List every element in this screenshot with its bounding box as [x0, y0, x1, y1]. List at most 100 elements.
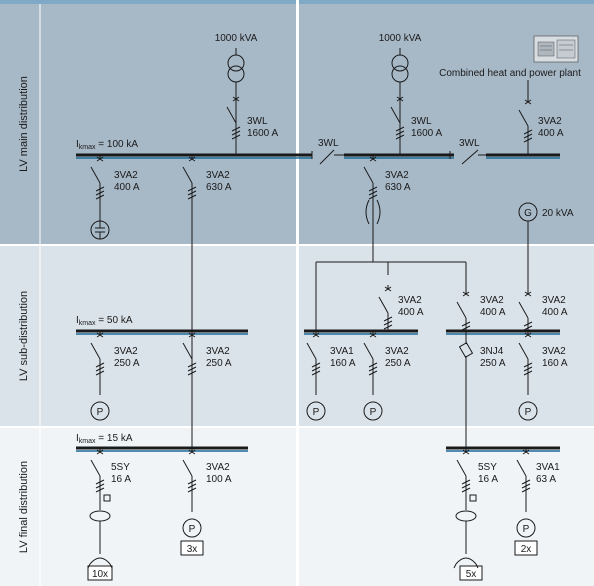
cable-mark [368, 366, 378, 372]
cable-mark [523, 129, 533, 135]
top-band-left [0, 0, 296, 4]
bracket-left [365, 199, 370, 225]
cable-mark [187, 362, 197, 368]
breaker-sub-r2 [363, 331, 378, 395]
cable-mark [368, 186, 378, 192]
ik-main-label: Ikmax = 100 kA [76, 139, 138, 151]
motor-symbol: P [525, 407, 532, 418]
cable-mark [461, 321, 471, 327]
chp-label: Combined heat and power plant [439, 68, 581, 79]
generator: G [518, 202, 538, 290]
motor-final-l2: P [182, 518, 202, 538]
breaker-sub-l1 [90, 331, 105, 395]
cable-mark [95, 479, 105, 485]
count-box-motors-right: 2x [514, 540, 538, 556]
rcd-box-right [469, 494, 477, 502]
cable-mark [523, 325, 533, 331]
motor-symbol: P [523, 524, 530, 535]
cable-mark [187, 483, 197, 489]
lamp-base [455, 557, 477, 565]
tie1-blade [319, 149, 335, 165]
switch-blade [226, 106, 237, 124]
cable-mark [187, 370, 197, 376]
breaker-chp [518, 98, 533, 155]
breaker-final-r1 [456, 448, 471, 510]
cable-mark [95, 366, 105, 372]
motor-circle [518, 401, 538, 421]
cable-mark [521, 483, 531, 489]
switch-blade [378, 296, 389, 314]
transformer-right-rating: 1000 kVA [379, 33, 422, 44]
breaker-incoming-right [390, 95, 405, 155]
cable-mark [311, 366, 321, 372]
transformer-left-rating: 1000 kVA [215, 33, 258, 44]
cable-mark [95, 487, 105, 493]
cable-mark [521, 487, 531, 493]
switch-blade [182, 459, 193, 477]
motor-sub-r6: P [518, 401, 538, 421]
lamp-foot [475, 563, 479, 569]
switch-blade [456, 459, 467, 477]
svg-text:G: G [524, 208, 532, 219]
lamp-right [453, 510, 479, 569]
cable-mark [461, 479, 471, 485]
count-box-motors-left: 3x [180, 540, 204, 556]
cable-mark [187, 366, 197, 372]
svg-text:5x: 5x [466, 569, 477, 580]
top-band-right [299, 0, 594, 4]
cable-mark [95, 186, 105, 192]
cable-mark [187, 479, 197, 485]
motor-circle [90, 401, 110, 421]
zone-label-main: LV main distribution [18, 76, 30, 172]
cable-mark [383, 316, 393, 322]
cable-mark [523, 362, 533, 368]
cable-mark [521, 479, 531, 485]
switch-blade [90, 459, 101, 477]
lamp-foot [87, 563, 91, 569]
zone-label-final: LV final distribution [18, 461, 30, 553]
zone-label-sub: LV sub-distribution [18, 291, 30, 381]
bracket-right [376, 199, 381, 225]
cable-mark [95, 483, 105, 489]
breaker-incoming-left [226, 95, 241, 155]
motor-circle [363, 401, 383, 421]
breaker-main-right-630 [363, 155, 378, 262]
cable-mark [383, 320, 393, 326]
cable-mark [523, 370, 533, 376]
cable-mark [231, 130, 241, 136]
motor-circle [182, 518, 202, 538]
switch-blade [363, 166, 374, 184]
generator-rating: 20 kVA [542, 208, 574, 219]
tie2-blade [461, 149, 479, 165]
motor-symbol: P [189, 524, 196, 535]
breaker-sub-mid-400 [378, 285, 393, 331]
svg-text:2x: 2x [521, 544, 532, 555]
motor-sub-r2: P [363, 401, 383, 421]
fuse-element [458, 342, 474, 358]
zone-sub-left [0, 246, 296, 426]
switch-blade [363, 342, 374, 360]
switch-blade [306, 342, 317, 360]
switch-blade [182, 342, 193, 360]
cable-mark [95, 190, 105, 196]
svg-text:3WL: 3WL [318, 138, 339, 149]
cable-mark [395, 126, 405, 132]
cable-mark [383, 324, 393, 330]
zone-final-right [299, 428, 594, 586]
